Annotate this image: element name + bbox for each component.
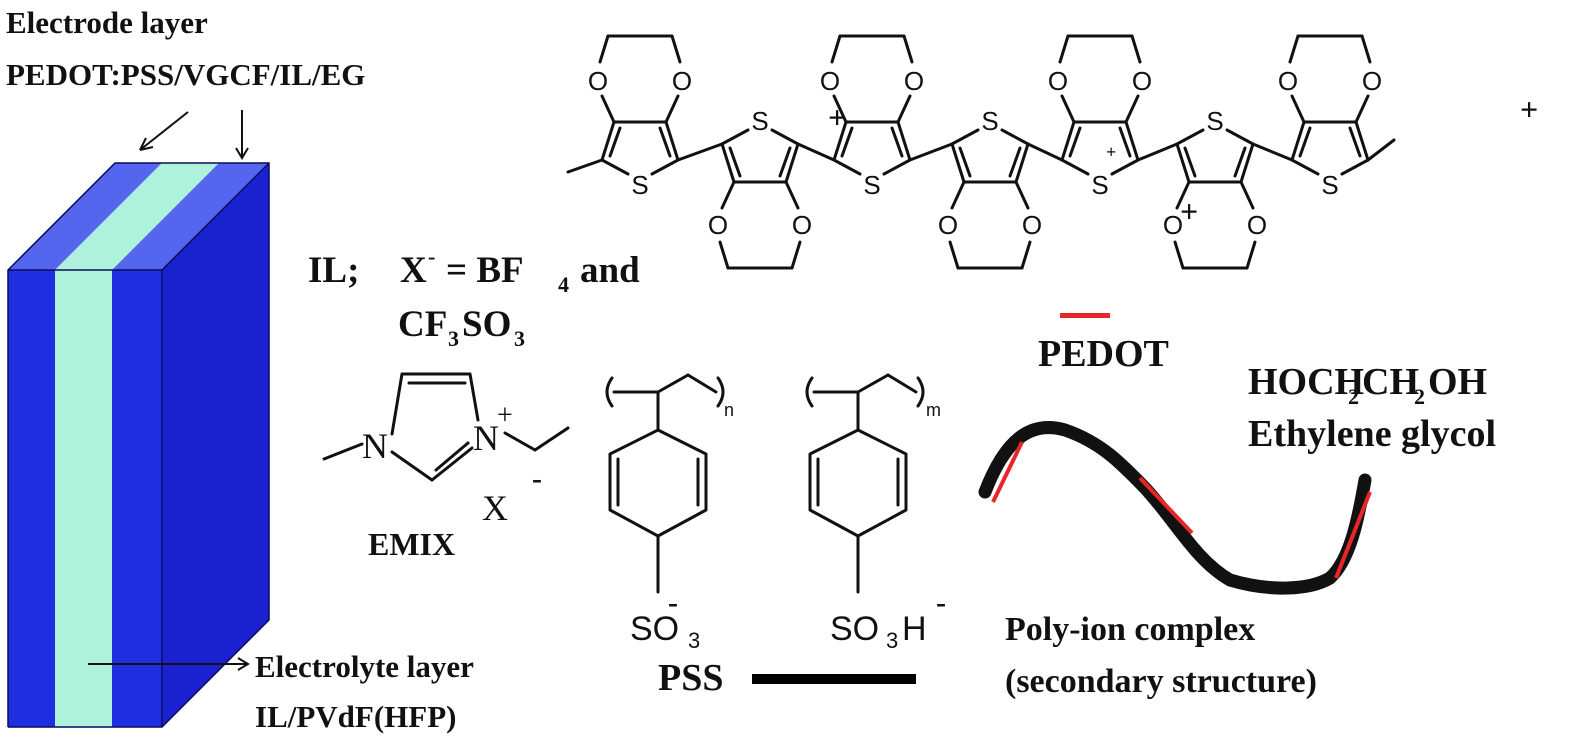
emix-cation-plus: + bbox=[497, 400, 513, 431]
anion-charge: - bbox=[428, 244, 435, 269]
right-electrode-top bbox=[112, 163, 269, 270]
pedot-o-atom-4b: O bbox=[1022, 210, 1042, 240]
right-electrode-front bbox=[112, 270, 162, 727]
pedot-plus-2: + bbox=[1106, 142, 1116, 162]
pedot-s-atom-5: S bbox=[1091, 170, 1108, 200]
pss-so3h-right-sub: 3 bbox=[886, 628, 898, 653]
pedot-label: PEDOT bbox=[1038, 333, 1169, 375]
and-text: and bbox=[580, 250, 640, 291]
bf-subscript: 4 bbox=[558, 272, 569, 297]
eg-part-4: 2 bbox=[1414, 384, 1425, 409]
pedot-legend-line bbox=[1060, 313, 1110, 318]
pss-so3-left-sub: 3 bbox=[688, 628, 700, 653]
electrode-label-line1: Electrode layer bbox=[6, 5, 208, 40]
pedot-plus-4: + bbox=[1520, 91, 1538, 127]
right-electrode-side bbox=[162, 163, 269, 727]
anion-symbol: X bbox=[400, 250, 427, 291]
pedot-o-atom-5b: O bbox=[1132, 66, 1152, 96]
pedot-o-atom-6b: O bbox=[1247, 210, 1267, 240]
pedot-o-atom-1a: O bbox=[588, 66, 608, 96]
electrolyte-arrow bbox=[88, 657, 250, 671]
electrode-label-line2: PEDOT:PSS/VGCF/IL/EG bbox=[6, 57, 365, 92]
poly-ion-complex-curve bbox=[978, 421, 1372, 595]
pedot-o-atom-1b: O bbox=[672, 66, 692, 96]
pedot-s-atom-7: S bbox=[1321, 170, 1338, 200]
pedot-o-atom-3b: O bbox=[904, 66, 924, 96]
pss-sub-m: m bbox=[926, 400, 941, 420]
pedot-o-atom-6a: O bbox=[1163, 210, 1183, 240]
pedot-o-atom-7b: O bbox=[1362, 66, 1382, 96]
pedot-o-atom-2a: O bbox=[708, 210, 728, 240]
pss-so3h-right: SO bbox=[830, 610, 879, 648]
pedot-plus-3: + bbox=[1180, 193, 1198, 229]
so-text: SO bbox=[462, 304, 511, 345]
pss-so3h-right-charge: - bbox=[936, 586, 946, 619]
pedot-s-atom-1: S bbox=[631, 170, 648, 200]
pedot-s-atom-6: S bbox=[1206, 106, 1223, 136]
il-definition: IL; X - = BF 4 and CF 3 SO 3 bbox=[308, 244, 640, 351]
pedot-o-atom-7a: O bbox=[1278, 66, 1298, 96]
electrolyte-label-line2: IL/PVdF(HFP) bbox=[255, 699, 457, 734]
pss-structure-right: m SO 3 H - bbox=[805, 373, 946, 653]
emix-n-right: N bbox=[473, 418, 499, 458]
pedot-segment-1 bbox=[991, 441, 1024, 503]
pss-so3-left-charge: - bbox=[668, 586, 678, 619]
il-prefix: IL; bbox=[308, 250, 359, 291]
cf-text: CF bbox=[398, 304, 447, 345]
eg-name: Ethylene glycol bbox=[1248, 413, 1496, 455]
bf-text: = BF bbox=[446, 250, 524, 291]
pedot-o-atom-4a: O bbox=[938, 210, 958, 240]
pedot-s-atom-3: S bbox=[863, 170, 880, 200]
pedot-plus-1: + bbox=[828, 99, 846, 135]
pedot-o-atom-3a: O bbox=[820, 66, 840, 96]
eg-part-1: HOCH bbox=[1248, 361, 1364, 403]
ethylene-glycol-formula: HOCH 2 CH 2 OH bbox=[1248, 361, 1487, 409]
left-electrode-top bbox=[8, 163, 162, 270]
pss-sub-n: n bbox=[724, 400, 734, 420]
eg-part-3: CH bbox=[1362, 361, 1419, 403]
pedot-segment-2 bbox=[1138, 476, 1194, 535]
emix-label: EMIX bbox=[368, 526, 455, 562]
emix-counter-ion: X bbox=[482, 488, 508, 528]
emix-structure: N N + X - EMIX bbox=[322, 372, 570, 562]
pedot-s-atom-4: S bbox=[981, 106, 998, 136]
eg-part-2: 2 bbox=[1348, 384, 1359, 409]
eg-part-5: OH bbox=[1428, 361, 1487, 403]
electrolyte-front bbox=[55, 270, 112, 727]
pedot-o-atom-2b: O bbox=[792, 210, 812, 240]
pedot-segment-3 bbox=[1334, 491, 1372, 579]
emix-n-left: N bbox=[362, 426, 388, 466]
pss-label: PSS bbox=[658, 657, 723, 699]
pedot-o-atom-5a: O bbox=[1048, 66, 1068, 96]
pedot-s-atom-2: S bbox=[751, 106, 768, 136]
electrode-arrows bbox=[139, 110, 249, 160]
pss-so3-left: SO bbox=[630, 610, 679, 648]
pss-so3h-right-h: H bbox=[902, 610, 927, 648]
actuator-device bbox=[7, 162, 270, 728]
complex-label-line2: (secondary structure) bbox=[1005, 663, 1317, 700]
cf-subscript: 3 bbox=[448, 326, 459, 351]
pss-legend-line bbox=[752, 674, 916, 684]
electrolyte-top bbox=[55, 163, 219, 270]
pss-structure-left: n SO 3 - bbox=[605, 373, 734, 653]
electrolyte-label-line1: Electrolyte layer bbox=[255, 649, 474, 684]
so-subscript: 3 bbox=[514, 326, 525, 351]
left-electrode-front bbox=[8, 270, 55, 727]
complex-label-line1: Poly-ion complex bbox=[1005, 611, 1255, 648]
emix-counter-charge: - bbox=[532, 462, 542, 495]
